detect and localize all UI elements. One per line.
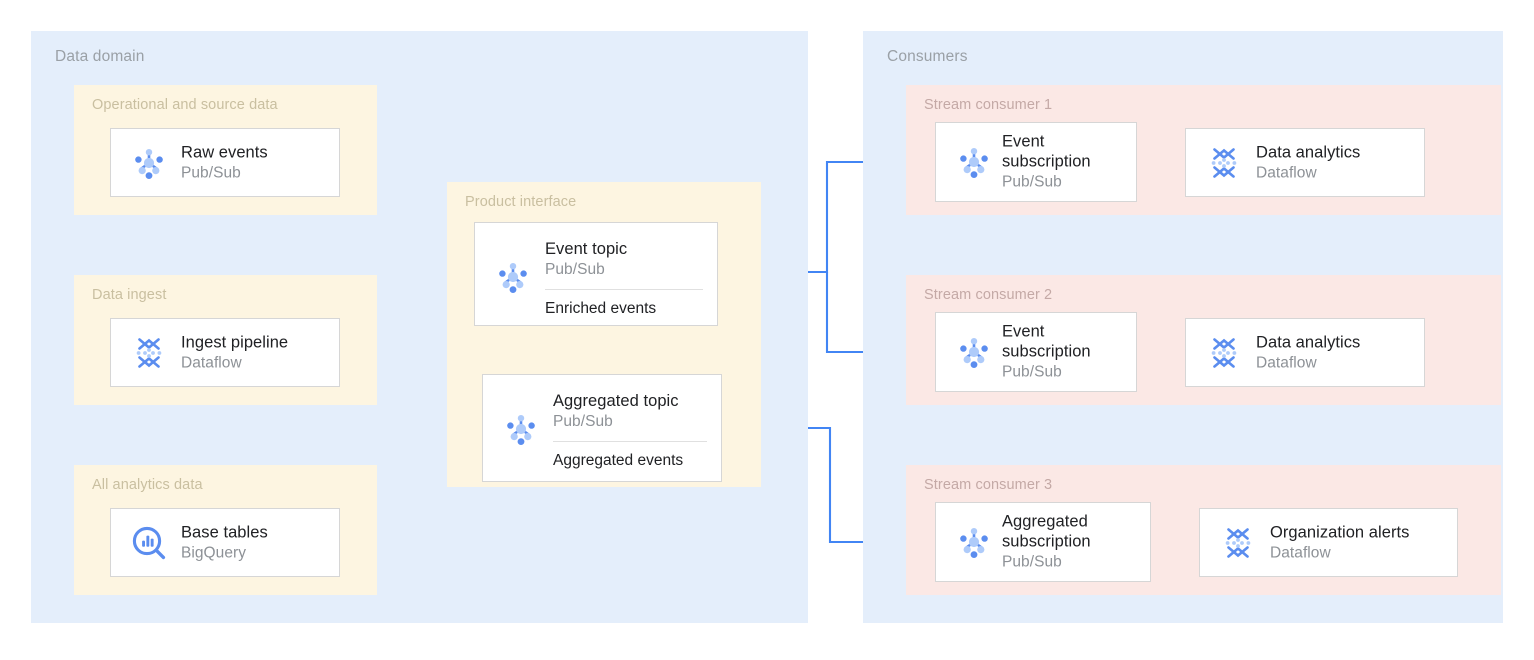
card-event-topic-footer: Enriched events bbox=[545, 300, 657, 317]
pubsub-icon bbox=[129, 143, 169, 183]
card-ingest-pipeline-subtitle: Dataflow bbox=[181, 354, 242, 371]
card-raw-events-title: Raw events bbox=[181, 143, 268, 161]
card-event-topic-subtitle: Pub/Sub bbox=[545, 261, 605, 278]
card-organization-alerts-3[interactable]: Organization alerts Dataflow bbox=[1199, 508, 1458, 577]
dataflow-icon bbox=[1218, 523, 1258, 563]
card-raw-events-subtitle: Pub/Sub bbox=[181, 164, 241, 181]
card-aggregated-topic-footer: Aggregated events bbox=[553, 452, 684, 469]
card-data-analytics-2-text: Data analytics Dataflow bbox=[1256, 332, 1414, 373]
card-aggregated-subscription-3-text: Aggregated subscription Pub/Sub bbox=[1002, 512, 1142, 573]
card-data-analytics-1-subtitle: Dataflow bbox=[1256, 164, 1317, 181]
card-base-tables-text: Base tables BigQuery bbox=[181, 522, 329, 563]
card-aggregated-topic-divider bbox=[553, 441, 707, 442]
card-event-topic-text: Event topic Pub/Sub bbox=[545, 239, 707, 280]
card-base-tables-title: Base tables bbox=[181, 523, 268, 541]
bigquery-icon bbox=[129, 523, 169, 563]
card-organization-alerts-3-subtitle: Dataflow bbox=[1270, 544, 1331, 561]
group-data-ingest-title: Data ingest bbox=[92, 287, 167, 303]
group-stream-consumer-1-title: Stream consumer 1 bbox=[924, 97, 1053, 113]
panel-consumers-title: Consumers bbox=[887, 48, 968, 65]
card-event-subscription-1-subtitle: Pub/Sub bbox=[1002, 173, 1062, 191]
card-data-analytics-2-subtitle: Dataflow bbox=[1256, 354, 1317, 371]
group-all-analytics-title: All analytics data bbox=[92, 477, 203, 493]
card-event-subscription-2[interactable]: Event subscription Pub/Sub bbox=[935, 312, 1137, 392]
card-event-topic[interactable]: Event topic Pub/Sub Enriched events bbox=[474, 222, 718, 326]
card-event-subscription-1-text: Event subscription Pub/Sub bbox=[1002, 132, 1128, 193]
dataflow-icon bbox=[129, 333, 169, 373]
pubsub-icon bbox=[954, 142, 994, 182]
dataflow-icon bbox=[1204, 143, 1244, 183]
card-data-analytics-2-title: Data analytics bbox=[1256, 333, 1361, 351]
card-raw-events-text: Raw events Pub/Sub bbox=[181, 142, 329, 183]
pubsub-icon bbox=[954, 332, 994, 372]
group-operational-title: Operational and source data bbox=[92, 97, 278, 113]
card-event-subscription-1[interactable]: Event subscription Pub/Sub bbox=[935, 122, 1137, 202]
card-data-analytics-2[interactable]: Data analytics Dataflow bbox=[1185, 318, 1425, 387]
card-event-topic-title: Event topic bbox=[545, 240, 628, 258]
card-event-subscription-2-title: Event subscription bbox=[1002, 322, 1091, 361]
card-data-analytics-1[interactable]: Data analytics Dataflow bbox=[1185, 128, 1425, 197]
pubsub-icon bbox=[954, 522, 994, 562]
card-event-subscription-1-title: Event subscription bbox=[1002, 132, 1091, 171]
card-event-subscription-2-text: Event subscription Pub/Sub bbox=[1002, 322, 1128, 383]
pubsub-icon bbox=[493, 257, 533, 297]
card-base-tables-subtitle: BigQuery bbox=[181, 544, 247, 561]
panel-data-domain-title: Data domain bbox=[55, 48, 145, 65]
card-aggregated-topic-subtitle: Pub/Sub bbox=[553, 413, 613, 430]
card-data-analytics-1-text: Data analytics Dataflow bbox=[1256, 142, 1414, 183]
card-aggregated-subscription-3-title: Aggregated subscription bbox=[1002, 512, 1091, 551]
dataflow-icon bbox=[1204, 333, 1244, 373]
pubsub-icon bbox=[501, 409, 541, 449]
card-ingest-pipeline-title: Ingest pipeline bbox=[181, 333, 289, 351]
group-stream-consumer-3-title: Stream consumer 3 bbox=[924, 477, 1053, 493]
card-ingest-pipeline[interactable]: Ingest pipeline Dataflow bbox=[110, 318, 340, 387]
card-raw-events[interactable]: Raw events Pub/Sub bbox=[110, 128, 340, 197]
card-event-topic-divider bbox=[545, 289, 703, 290]
card-base-tables[interactable]: Base tables BigQuery bbox=[110, 508, 340, 577]
group-product-interface-title: Product interface bbox=[465, 194, 577, 210]
card-event-subscription-2-subtitle: Pub/Sub bbox=[1002, 363, 1062, 381]
card-aggregated-subscription-3-subtitle: Pub/Sub bbox=[1002, 553, 1062, 571]
card-aggregated-subscription-3[interactable]: Aggregated subscription Pub/Sub bbox=[935, 502, 1151, 582]
card-organization-alerts-3-title: Organization alerts bbox=[1270, 523, 1410, 541]
card-organization-alerts-3-text: Organization alerts Dataflow bbox=[1270, 522, 1447, 563]
card-aggregated-topic[interactable]: Aggregated topic Pub/Sub Aggregated even… bbox=[482, 374, 722, 482]
card-ingest-pipeline-text: Ingest pipeline Dataflow bbox=[181, 332, 329, 373]
card-aggregated-topic-title: Aggregated topic bbox=[553, 392, 679, 410]
card-aggregated-topic-text: Aggregated topic Pub/Sub bbox=[553, 391, 711, 432]
card-data-analytics-1-title: Data analytics bbox=[1256, 143, 1361, 161]
group-stream-consumer-2-title: Stream consumer 2 bbox=[924, 287, 1053, 303]
